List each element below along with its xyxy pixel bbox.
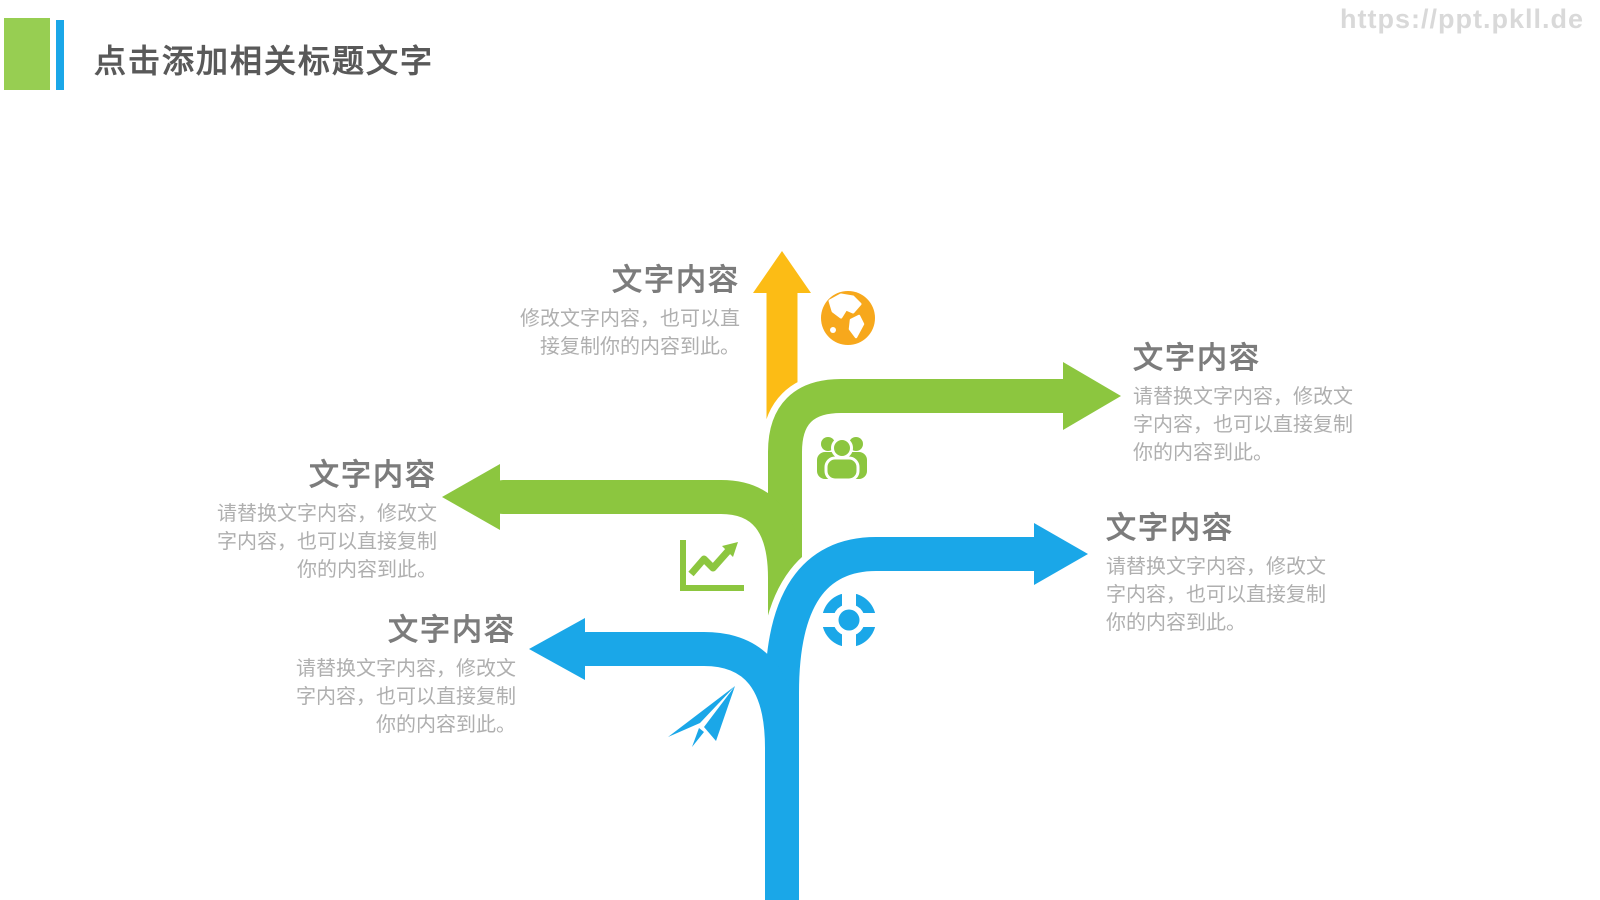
branch-left-blue-body: 请替换文字内容，修改文 字内容，也可以直接复制 你的内容到此。 bbox=[296, 658, 516, 736]
green-branches bbox=[442, 362, 1121, 658]
blue-branches bbox=[529, 523, 1088, 900]
branch-top-heading: 文字内容 bbox=[612, 264, 740, 297]
text-block-right-green: 文字内容 请替换文字内容，修改文 字内容，也可以直接复制 你的内容到此。 bbox=[1133, 341, 1463, 467]
blue-arrow-head-right bbox=[1034, 523, 1088, 585]
page-title: 点击添加相关标题文字 bbox=[94, 43, 435, 79]
blue-arrow-head-left bbox=[529, 618, 585, 680]
life-ring-icon bbox=[819, 590, 879, 650]
yellow-arrow-head bbox=[753, 251, 811, 293]
branch-right-blue-heading: 文字内容 bbox=[1106, 512, 1234, 545]
branch-top-body: 修改文字内容，也可以直 接复制你的内容到此。 bbox=[520, 308, 740, 358]
blue-branch-left bbox=[569, 632, 799, 765]
paper-plane-icon bbox=[668, 686, 735, 747]
globe-icon bbox=[821, 291, 875, 345]
branch-right-green-heading: 文字内容 bbox=[1133, 342, 1261, 375]
people-icon bbox=[817, 437, 867, 482]
branch-left-blue-heading: 文字内容 bbox=[388, 614, 516, 647]
branch-right-blue-body: 请替换文字内容，修改文 字内容，也可以直接复制 你的内容到此。 bbox=[1106, 556, 1326, 634]
green-arrow-head-left bbox=[442, 464, 500, 530]
line-chart-icon bbox=[680, 540, 744, 591]
green-branch-left bbox=[486, 480, 802, 595]
title-accent-square bbox=[4, 18, 50, 90]
text-block-left-green: 文字内容 请替换文字内容，修改文 字内容，也可以直接复制 你的内容到此。 bbox=[107, 458, 437, 584]
text-block-left-blue: 文字内容 请替换文字内容，修改文 字内容，也可以直接复制 你的内容到此。 bbox=[186, 613, 516, 739]
text-block-top: 文字内容 修改文字内容，也可以直 接复制你的内容到此。 bbox=[410, 263, 740, 361]
watermark: https://ppt.pkll.de bbox=[1340, 4, 1584, 34]
green-arrow-head-right bbox=[1063, 362, 1121, 430]
branch-left-green-body: 请替换文字内容，修改文 字内容，也可以直接复制 你的内容到此。 bbox=[217, 503, 437, 581]
title-accent-bar bbox=[56, 20, 64, 90]
text-block-right-blue: 文字内容 请替换文字内容，修改文 字内容，也可以直接复制 你的内容到此。 bbox=[1106, 511, 1436, 637]
blue-trunk-and-branch-right bbox=[765, 537, 1052, 900]
branch-right-green-body: 请替换文字内容，修改文 字内容，也可以直接复制 你的内容到此。 bbox=[1133, 386, 1353, 464]
green-branch-right bbox=[768, 379, 1083, 658]
branch-left-green-heading: 文字内容 bbox=[309, 459, 437, 492]
